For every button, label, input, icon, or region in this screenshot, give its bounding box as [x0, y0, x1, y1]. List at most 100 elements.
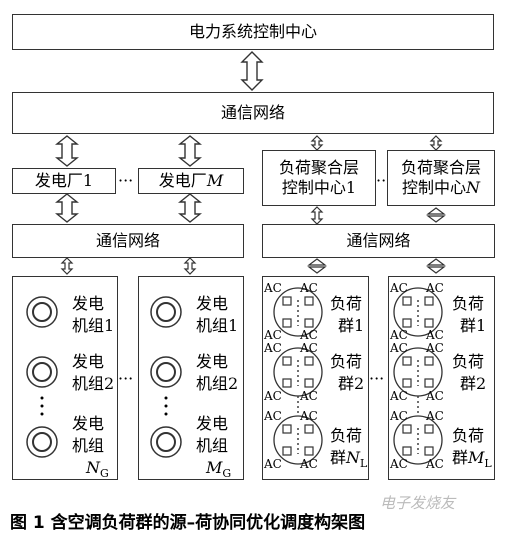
ac-label: AC	[390, 281, 408, 295]
load-right-n-line1: 负荷	[452, 426, 485, 445]
ac-label: AC	[390, 341, 408, 355]
arrow-network-loadctrln	[429, 135, 443, 151]
ac-label: AC	[264, 389, 282, 403]
load-left-2-line1: 负荷	[330, 352, 363, 371]
ac-label: AC	[264, 457, 282, 471]
load-ctrl-n-line2: 控制中心	[401, 178, 466, 197]
arrow-network-plantm	[178, 135, 202, 167]
plants-ellipsis: ···	[118, 171, 134, 190]
ac-label: AC	[426, 457, 444, 471]
load-right-1-line1: 负荷	[452, 294, 485, 313]
arrow-loadctrln-network	[426, 207, 446, 223]
ac-label: AC	[300, 457, 318, 471]
gen-right-1-line2: 机组1	[196, 316, 239, 335]
arrow-network-loadctrl1	[310, 135, 324, 151]
load-box-right	[388, 276, 495, 480]
load-left-1-line1: 负荷	[330, 294, 363, 313]
ac-label: AC	[426, 281, 444, 295]
comm-network-top-box: 通信网络	[12, 92, 494, 134]
load-left-1-line2: 群1	[338, 316, 365, 335]
ac-label: AC	[390, 457, 408, 471]
figure-caption: 图 1 含空调负荷群的源–荷协同优化调度构架图	[10, 513, 366, 533]
gen-left-1-line2: 机组1	[72, 316, 115, 335]
generator-icons-right	[150, 296, 182, 458]
load-left-nl-var: N	[346, 448, 361, 467]
arrow-plantm-network	[178, 193, 202, 223]
gen-right-1-line1: 发电	[196, 294, 229, 313]
gen-left-1-line1: 发电	[72, 294, 105, 313]
ac-label: AC	[390, 328, 408, 342]
watermark: 电子发烧友	[380, 494, 456, 512]
gen-box-right	[138, 276, 244, 480]
ac-label: AC	[264, 328, 282, 342]
gen-left-ng-var: N	[86, 458, 100, 477]
arrow-loadctrl1-network	[310, 206, 324, 225]
arrow-network-gen1	[60, 257, 74, 275]
arrow-network-load2	[426, 258, 446, 274]
arrow-network-load1	[307, 258, 327, 274]
load-left-2-line2: 群2	[338, 374, 365, 393]
gen-right-2-line2: 机组2	[196, 374, 239, 393]
load-box-left	[262, 276, 369, 480]
ac-label: AC	[426, 341, 444, 355]
load-group-clusters	[273, 287, 443, 465]
arrow-network-gen2	[183, 257, 197, 275]
power-plant-1-label: 发电厂1	[34, 171, 94, 190]
load-ctrl-n-box: 负荷聚合层 控制中心N	[387, 150, 495, 206]
load-right-2-line1: 负荷	[452, 352, 485, 371]
load-ctrl-1-line2: 控制中心1	[281, 178, 357, 197]
load-right-1-line2: 群1	[460, 316, 487, 335]
comm-network-top-label: 通信网络	[220, 103, 285, 122]
comm-network-left-box: 通信网络	[12, 224, 244, 258]
load-group-squares	[282, 296, 434, 456]
gen-right-mg-sub: G	[222, 467, 232, 481]
load-ctrl-1-box: 负荷聚合层 控制中心1	[262, 150, 376, 206]
gen-left-n-line2: 机组	[72, 436, 105, 455]
load-ctrl-n-var: N	[466, 178, 480, 197]
ac-label: AC	[264, 281, 282, 295]
control-center-label: 电力系统控制中心	[188, 22, 317, 41]
gen-right-2-line1: 发电	[196, 352, 229, 371]
ac-label: AC	[300, 328, 318, 342]
power-plant-1-box: 发电厂1	[12, 168, 116, 194]
gen-left-n-line1: 发电	[72, 414, 105, 433]
load-left-n-prefix: 群	[330, 448, 347, 467]
arrow-network-plant1	[55, 135, 79, 167]
ac-label: AC	[390, 409, 408, 423]
ac-label: AC	[390, 389, 408, 403]
comm-network-left-label: 通信网络	[95, 231, 160, 250]
comm-network-right-box: 通信网络	[262, 224, 495, 258]
load-left-n-line1: 负荷	[330, 426, 363, 445]
gen-right-n-line2: 机组	[196, 436, 229, 455]
ac-label: AC	[264, 341, 282, 355]
ac-label: AC	[300, 281, 318, 295]
gen-left-2-line1: 发电	[72, 352, 105, 371]
arrow-center-network	[240, 51, 264, 91]
load-right-ml-sub: L	[484, 457, 492, 471]
ac-label: AC	[426, 389, 444, 403]
ac-label: AC	[426, 328, 444, 342]
ac-label: AC	[300, 389, 318, 403]
comm-network-right-label: 通信网络	[346, 231, 411, 250]
gen-left-2-line2: 机组2	[72, 374, 115, 393]
power-plant-m-prefix: 发电厂	[158, 171, 207, 190]
gen-box-left	[12, 276, 118, 480]
generator-icons-left	[26, 296, 58, 458]
ac-label: AC	[264, 409, 282, 423]
gen-left-ng-sub: G	[100, 467, 109, 481]
load-ellipsis: ···	[369, 369, 385, 388]
gen-right-n-line1: 发电	[196, 414, 229, 433]
load-ctrl-n-line1: 负荷聚合层	[400, 158, 481, 177]
control-center-box: 电力系统控制中心	[12, 14, 494, 50]
load-right-ml-var: M	[468, 448, 485, 467]
load-right-n-prefix: 群	[452, 448, 469, 467]
load-right-2-line2: 群2	[460, 374, 487, 393]
power-plant-m-var: M	[206, 171, 224, 190]
load-left-nl-sub: L	[360, 457, 368, 471]
gen-ellipsis: ···	[118, 369, 134, 388]
load-ctrl-1-line1: 负荷聚合层	[278, 158, 359, 177]
arrow-plant1-network	[55, 193, 79, 223]
ac-label: AC	[300, 341, 318, 355]
